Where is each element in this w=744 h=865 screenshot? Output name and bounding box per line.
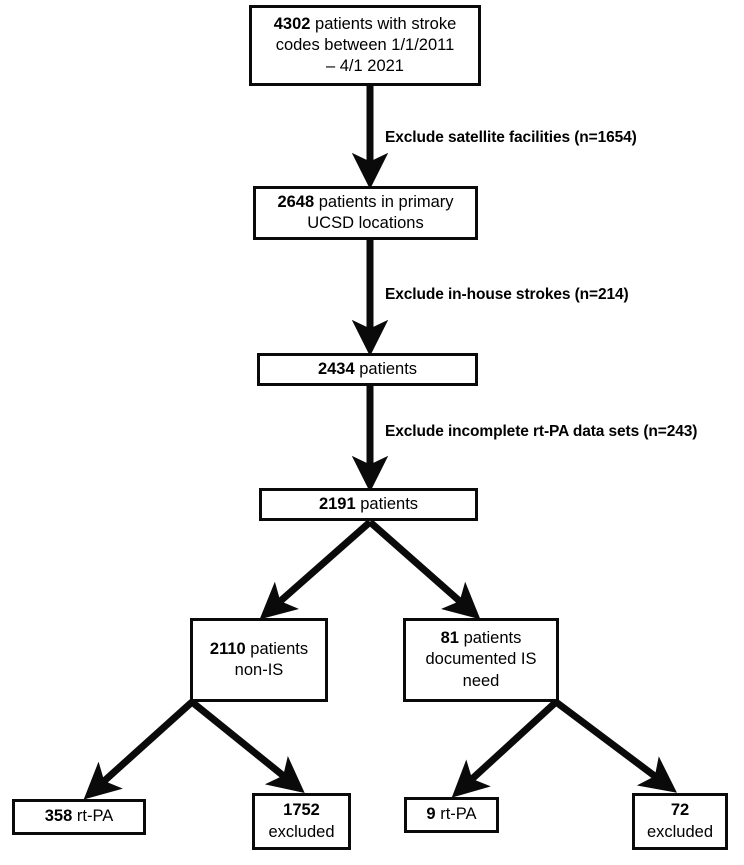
node-primary-ucsd-text: 2648 patients in primary UCSD locations (277, 192, 454, 232)
node-358-rtpa-text: 358 rt-PA (44, 807, 114, 826)
node-72-excluded-text: 72 excluded (646, 801, 714, 841)
node-documented-is-need-text: 81 patients documented IS need (425, 629, 537, 690)
arrow-n6-to-n10 (553, 699, 677, 793)
node-total-stroke-codes: 4302 patients with stroke codes between … (249, 5, 481, 86)
node-9-rtpa-text: 9 rt-PA (426, 805, 477, 824)
node-358-rtpa: 358 rt-PA (12, 799, 146, 835)
node-1752-excluded: 1752 excluded (252, 793, 351, 850)
arrow-n5-to-n7 (83, 699, 195, 800)
node-2191-patients-text: 2191 patients (318, 494, 419, 513)
arrow-n4-to-n5 (259, 519, 373, 620)
arrow-n5-to-n8 (189, 699, 305, 794)
node-non-is-text: 2110 patients non-IS (209, 639, 309, 679)
node-2434-patients-text: 2434 patients (317, 359, 418, 378)
node-72-excluded: 72 excluded (632, 793, 728, 850)
node-9-rtpa: 9 rt-PA (404, 797, 499, 833)
arrow-n4-to-n6 (367, 519, 481, 620)
node-1752-excluded-text: 1752 excluded (268, 801, 335, 841)
node-2434-patients: 2434 patients (257, 353, 478, 386)
edge-label-exclude-satellite: Exclude satellite facilities (n=1654) (385, 129, 637, 146)
node-primary-ucsd: 2648 patients in primary UCSD locations (253, 186, 478, 240)
node-documented-is-need: 81 patients documented IS need (403, 618, 559, 702)
node-2191-patients: 2191 patients (259, 488, 478, 521)
edge-label-exclude-in-house: Exclude in-house strokes (n=214) (385, 286, 629, 303)
node-total-stroke-codes-text: 4302 patients with stroke codes between … (273, 14, 457, 76)
node-non-is: 2110 patients non-IS (190, 618, 328, 702)
edge-label-exclude-incomplete: Exclude incomplete rt-PA data sets (n=24… (385, 423, 698, 440)
arrow-n6-to-n9 (451, 699, 559, 798)
